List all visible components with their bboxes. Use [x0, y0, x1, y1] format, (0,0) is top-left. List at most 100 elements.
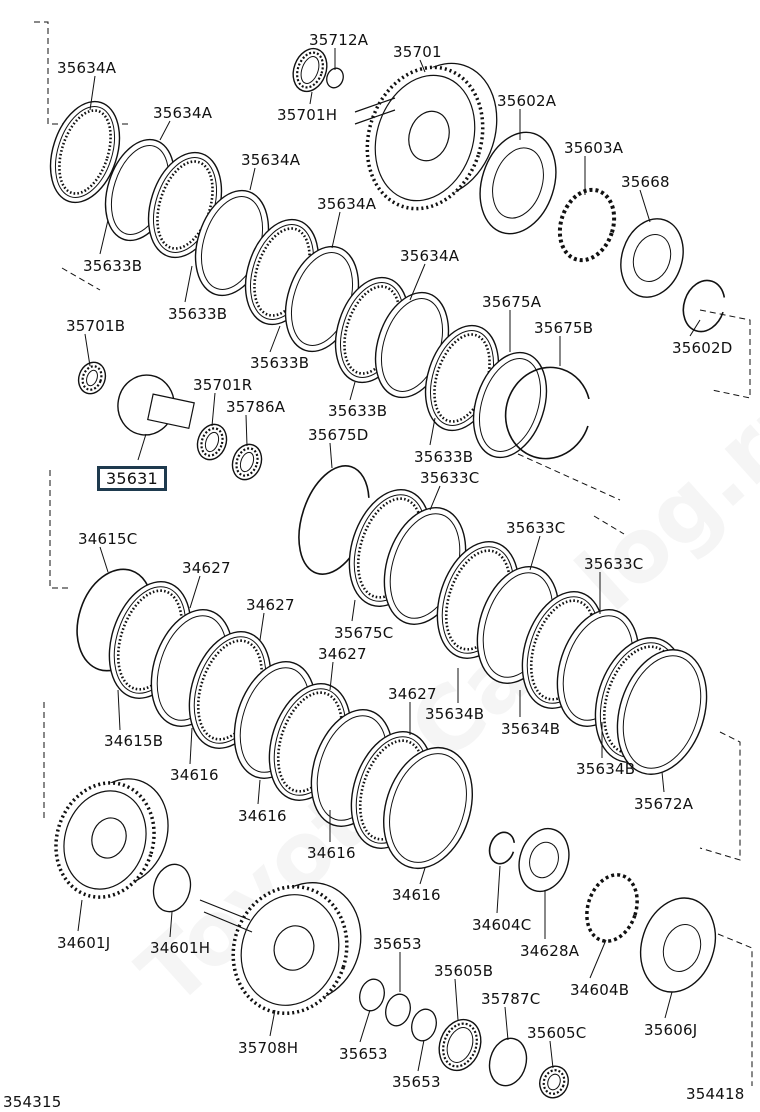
part-label[interactable]: 35675A: [482, 293, 542, 311]
part-label[interactable]: 34616: [170, 766, 219, 784]
guide-line-1: [61, 267, 101, 291]
leader-line: [331, 211, 341, 249]
part-label[interactable]: 35701R: [193, 376, 253, 394]
leader-line: [184, 265, 193, 303]
part-label[interactable]: 35653: [339, 1045, 388, 1063]
part-label[interactable]: 35708H: [238, 1039, 299, 1057]
part-label[interactable]: 35787C: [481, 990, 541, 1008]
leader-line: [549, 1040, 554, 1069]
snap-ring-34604C: [488, 831, 516, 865]
leader-line: [245, 414, 248, 447]
input-shaft-35701: [354, 97, 396, 125]
part-label[interactable]: 35633B: [414, 448, 474, 466]
leader-line: [661, 771, 665, 793]
part-label[interactable]: 35653: [392, 1073, 441, 1091]
part-label[interactable]: 34627: [388, 685, 437, 703]
part-label[interactable]: 35633C: [506, 519, 566, 537]
part-label[interactable]: 35675B: [534, 319, 594, 337]
leader-line: [589, 939, 607, 979]
part-label[interactable]: 34627: [318, 645, 367, 663]
leader-line: [169, 911, 173, 938]
part-label[interactable]: 35633B: [83, 257, 143, 275]
leader-line: [159, 120, 171, 141]
guide-line-right-mid: [699, 731, 741, 861]
part-label[interactable]: 34601J: [57, 934, 111, 952]
part-label[interactable]: 35633B: [250, 354, 310, 372]
part-label[interactable]: 35605B: [434, 962, 494, 980]
guide-line-2: [49, 470, 70, 589]
bearing-35701R: [196, 423, 228, 461]
part-label[interactable]: 34604B: [570, 981, 630, 999]
o-ring-34601H: [152, 863, 192, 913]
clutch-drum-35708H-face: [240, 894, 340, 1006]
part-label[interactable]: 35634A: [400, 247, 460, 265]
part-label[interactable]: 35634A: [57, 59, 117, 77]
part-label[interactable]: 35712A: [309, 31, 369, 49]
part-label[interactable]: 35603A: [564, 139, 624, 157]
part-label[interactable]: 35602D: [672, 339, 733, 357]
snap-ring-35602D: [682, 279, 726, 333]
part-label[interactable]: 35605C: [527, 1024, 587, 1042]
leader-line: [664, 991, 673, 1019]
shaft-35708H: [199, 899, 253, 933]
bearing-35701R-rollers: [200, 427, 224, 457]
part-label[interactable]: 34604C: [472, 916, 532, 934]
part-label[interactable]: 35675D: [308, 426, 369, 444]
part-label[interactable]: 34627: [246, 596, 295, 614]
part-label[interactable]: 35634A: [241, 151, 301, 169]
clutch-plate-mid-7: [616, 649, 708, 775]
part-label[interactable]: 35602A: [497, 92, 557, 110]
part-label[interactable]: 35633C: [420, 469, 480, 487]
part-label[interactable]: 34627: [182, 559, 231, 577]
part-label[interactable]: 35634B: [425, 705, 485, 723]
bearing-35701B: [77, 361, 107, 395]
part-label[interactable]: 35653: [373, 935, 422, 953]
leader-line: [259, 612, 265, 641]
part-label-highlighted[interactable]: 35631: [97, 466, 167, 491]
part-label[interactable]: 35634B: [576, 760, 636, 778]
part-label[interactable]: 34615C: [78, 530, 138, 548]
leader-line: [409, 263, 426, 301]
part-label[interactable]: 35668: [621, 173, 670, 191]
clutch-plate-mid-7-inner: [622, 655, 702, 769]
part-label[interactable]: 35675C: [334, 624, 394, 642]
part-label[interactable]: 35633C: [584, 555, 644, 573]
leader-line: [496, 865, 501, 914]
part-label[interactable]: 34601H: [150, 939, 211, 957]
part-label[interactable]: 35633B: [328, 402, 388, 420]
part-label[interactable]: 35701H: [277, 106, 338, 124]
leader-line: [504, 1006, 509, 1041]
part-label[interactable]: 35633B: [168, 305, 228, 323]
thrust-bearing-35605B-bore: [446, 1027, 474, 1063]
drum-34601J-face: [63, 790, 147, 890]
spring-34604B: [585, 873, 639, 943]
leader-line: [329, 442, 333, 469]
part-label[interactable]: 34615B: [104, 732, 164, 750]
part-label[interactable]: 35701: [393, 43, 442, 61]
part-label[interactable]: 35634A: [317, 195, 377, 213]
drum-34601J-hub: [91, 817, 127, 859]
leader-line: [89, 75, 96, 111]
drum-34601J-splines: [54, 781, 156, 899]
part-label[interactable]: 35606J: [644, 1021, 698, 1039]
leader-line: [211, 392, 216, 427]
part-label[interactable]: 35634A: [153, 104, 213, 122]
clutch-plate-top-0: [49, 100, 121, 204]
thrust-bearing-35701H-bore: [300, 56, 320, 84]
leader-line: [689, 319, 701, 337]
part-label[interactable]: 34616: [392, 886, 441, 904]
part-label[interactable]: 35701B: [66, 317, 126, 335]
part-label[interactable]: 35672A: [634, 795, 694, 813]
leader-line: [349, 381, 356, 401]
part-label[interactable]: 34616: [238, 807, 287, 825]
thrust-bearing-35701H-rollers: [296, 51, 324, 89]
forward-clutch-drum-35701-hub: [408, 110, 450, 162]
part-label[interactable]: 35634B: [501, 720, 561, 738]
part-label[interactable]: 34628A: [520, 942, 580, 960]
leader-line: [419, 867, 426, 885]
part-label[interactable]: 35786A: [226, 398, 286, 416]
part-label[interactable]: 34616: [307, 844, 356, 862]
bearing-35786A: [231, 443, 263, 481]
sun-gear-shaft-35631: [147, 393, 195, 430]
spring-retainer-35603A: [557, 187, 617, 263]
